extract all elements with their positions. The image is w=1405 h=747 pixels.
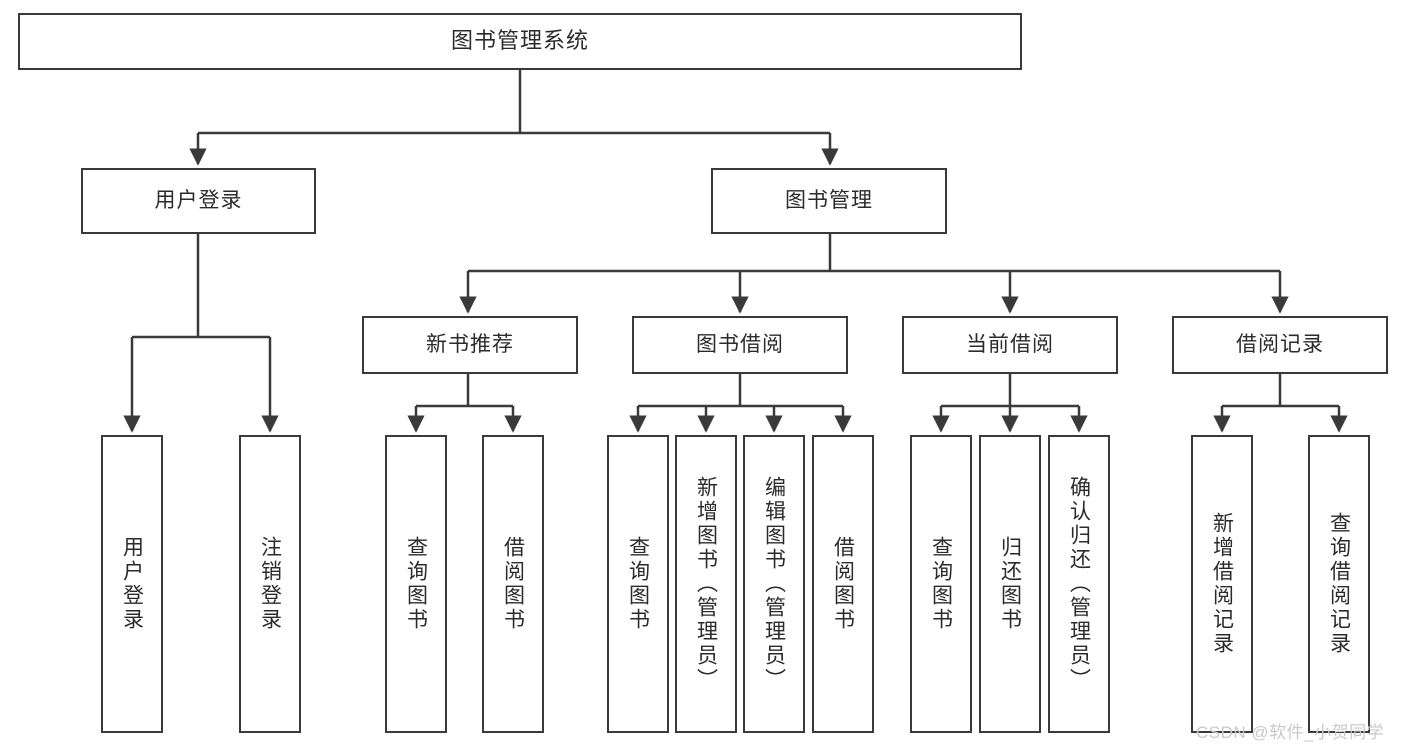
leaf-confirm-return[interactable]: 确认归还（管理员） bbox=[1048, 435, 1110, 733]
leaf-query-book-3[interactable]: 查询图书 bbox=[910, 435, 972, 733]
node-new-book-recommend-label: 新书推荐 bbox=[426, 333, 514, 357]
node-root[interactable]: 图书管理系统 bbox=[18, 13, 1022, 70]
leaf-user-login-label: 用户登录 bbox=[120, 536, 144, 632]
leaf-borrow-book-2-label: 借阅图书 bbox=[831, 536, 855, 632]
leaf-add-borrow-record[interactable]: 新增借阅记录 bbox=[1191, 435, 1253, 733]
leaf-query-book-1-label: 查询图书 bbox=[404, 536, 428, 632]
leaf-edit-book-label: 编辑图书（管理员） bbox=[762, 476, 786, 692]
node-root-label: 图书管理系统 bbox=[450, 28, 589, 54]
leaf-edit-book[interactable]: 编辑图书（管理员） bbox=[743, 435, 805, 733]
leaf-add-book[interactable]: 新增图书（管理员） bbox=[675, 435, 737, 733]
node-book-management-label: 图书管理 bbox=[785, 189, 873, 213]
leaf-borrow-book-1-label: 借阅图书 bbox=[501, 536, 525, 632]
leaf-borrow-book-2[interactable]: 借阅图书 bbox=[812, 435, 874, 733]
leaf-add-book-label: 新增图书（管理员） bbox=[694, 476, 718, 692]
node-book-borrow-label: 图书借阅 bbox=[696, 333, 784, 357]
leaf-query-book-3-label: 查询图书 bbox=[929, 536, 953, 632]
leaf-add-borrow-record-label: 新增借阅记录 bbox=[1210, 512, 1234, 656]
node-current-borrow[interactable]: 当前借阅 bbox=[902, 316, 1118, 374]
node-current-borrow-label: 当前借阅 bbox=[966, 333, 1054, 357]
leaf-query-borrow-record[interactable]: 查询借阅记录 bbox=[1308, 435, 1370, 733]
leaf-user-login[interactable]: 用户登录 bbox=[101, 435, 163, 733]
node-book-borrow[interactable]: 图书借阅 bbox=[632, 316, 848, 374]
leaf-logout[interactable]: 注销登录 bbox=[239, 435, 301, 733]
leaf-query-book-1[interactable]: 查询图书 bbox=[385, 435, 447, 733]
leaf-return-book-label: 归还图书 bbox=[998, 536, 1022, 632]
node-borrow-record[interactable]: 借阅记录 bbox=[1172, 316, 1388, 374]
node-user-login-label: 用户登录 bbox=[154, 189, 243, 213]
leaf-return-book[interactable]: 归还图书 bbox=[979, 435, 1041, 733]
leaf-logout-label: 注销登录 bbox=[258, 536, 282, 632]
csdn-watermark: CSDN @软件_小贺同学 bbox=[1196, 723, 1385, 742]
leaf-query-book-2-label: 查询图书 bbox=[626, 536, 650, 632]
node-new-book-recommend[interactable]: 新书推荐 bbox=[362, 316, 578, 374]
leaf-confirm-return-label: 确认归还（管理员） bbox=[1067, 476, 1091, 692]
leaf-query-book-2[interactable]: 查询图书 bbox=[607, 435, 669, 733]
node-borrow-record-label: 借阅记录 bbox=[1236, 333, 1324, 357]
leaf-borrow-book-1[interactable]: 借阅图书 bbox=[482, 435, 544, 733]
node-book-management[interactable]: 图书管理 bbox=[711, 168, 947, 234]
node-user-login[interactable]: 用户登录 bbox=[81, 168, 316, 234]
leaf-query-borrow-record-label: 查询借阅记录 bbox=[1327, 512, 1351, 656]
